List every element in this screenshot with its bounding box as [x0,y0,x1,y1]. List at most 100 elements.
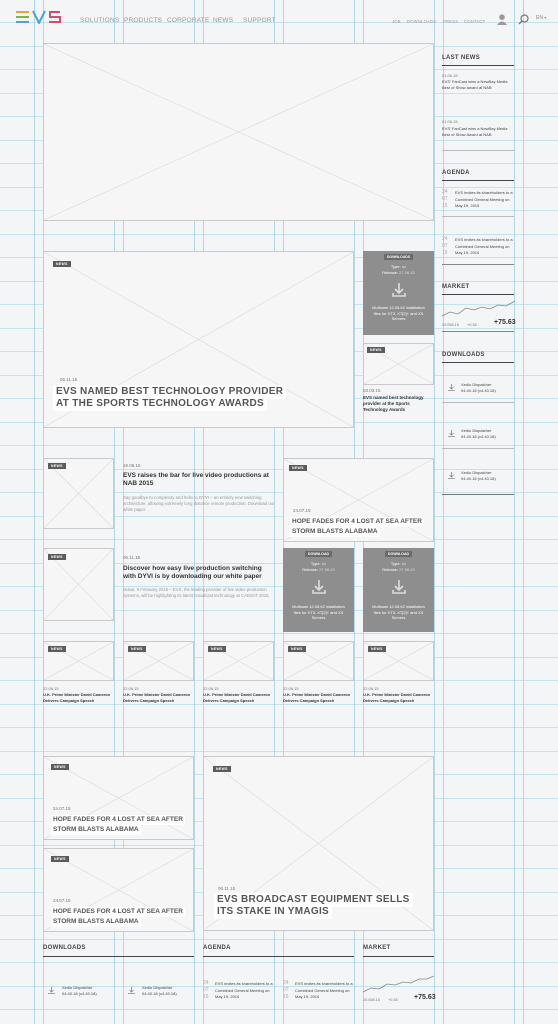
last-news-date-2: 01.06.15 [442,119,458,124]
grid-line [0,704,558,705]
download-card-small-2[interactable]: DOWNLOAD Type: rpl Release: 27.06.15 Mul… [363,548,434,632]
footer-download-1[interactable]: Xedio Dispatcher 04.40.18 (v4.40.18) [48,985,118,999]
small-news-title[interactable]: U.K. Prime Minister David Cameron Delive… [123,692,191,703]
hope3-title-line2[interactable]: STORM BLASTS ALABAMA [51,917,141,927]
grid-line [0,962,558,963]
footer-agenda-title: AGENDA [203,945,231,951]
small-news-date: 22.08.15 [363,686,379,691]
broadcast-date: 06.11.15 [218,886,236,891]
small-news-date: 22.08.15 [43,686,59,691]
footer-download-2[interactable]: Xedio Dispatcher 04.40.18 (v4.40.18) [128,985,198,999]
release-value: 27.06.15 [399,270,415,275]
grid-line [0,234,558,235]
grid-line [0,751,558,752]
download-name: Xedio Dispatcher [461,382,492,387]
util-press[interactable]: PRESS [443,19,459,24]
nav-solutions[interactable]: SOLUTIONS [80,17,120,24]
download-card[interactable]: DOWNLOADS Type: rpl Release: 27.06.15 Mu… [363,251,434,335]
download-version: 04.40.18 (v4.40.18) [461,476,496,481]
chevron-down-icon: ▾ [544,15,547,20]
hope3-date: 24.07.15 [53,898,71,903]
broadcast-title-line1[interactable]: EVS BROADCAST EQUIPMENT SELLS [214,893,413,907]
agenda-title: AGENDA [442,170,470,176]
evs-logo[interactable] [16,10,64,26]
market-title: MARKET [442,284,470,290]
search-icon[interactable] [518,12,529,25]
download-version: 04.40.18 (v4.40.18) [461,388,496,393]
article2-title[interactable]: Discover how easy live production switch… [123,565,262,580]
download-version: 04.40.18 (v4.40.18) [62,991,97,996]
featured-date: 06.11.15 [60,377,78,382]
featured-title-line1[interactable]: EVS NAMED BEST TECHNOLOGY PROVIDER [53,385,287,399]
last-news-title-1[interactable]: EVS' FanCast wins a NewBay Media Best of… [442,79,508,90]
language-selector[interactable]: EN ▾ [536,15,546,21]
small-news-title[interactable]: U.K. Prime Minister David Cameron Delive… [203,692,271,703]
footer-market-value: +75.63 [414,994,436,1001]
type-label: Type: [390,264,401,269]
side-news-title[interactable]: EVS named best technology provider at th… [363,395,424,412]
featured-title-line2[interactable]: AT THE SPORTS TECHNOLOGY AWARDS [53,397,268,411]
small-news-image[interactable]: NEWS [43,641,114,681]
util-job[interactable]: JOB [392,19,401,24]
hope3-title-line1[interactable]: HOPE FADES FOR 4 LOST AT SEA AFTER [51,907,185,917]
download-card-small-1[interactable]: DOWNLOAD Type: rpl Release: 27.06.15 Mul… [283,548,354,632]
nav-support[interactable]: SUPPORT [243,17,276,24]
small-news-image[interactable]: NEWS [203,641,274,681]
agenda-item-2[interactable]: EVS invites its shareholders to a Combin… [455,237,513,255]
featured-image[interactable]: NEWS [43,251,354,428]
side-news-image[interactable]: NEWS [363,343,434,385]
article1-image[interactable]: NEWS [43,458,114,529]
download-icon [311,579,327,595]
nav-news[interactable]: NEWS [213,17,234,24]
download-icon [448,384,455,391]
news-badge: NEWS [213,766,231,772]
nav-corporate[interactable]: CORPORATE [167,17,210,24]
hero-image[interactable] [43,43,434,221]
nav-products[interactable]: PRODUCTS [124,17,163,24]
divider [442,264,514,265]
grid-line [0,610,558,611]
side-news-date: 03.03.15 [363,388,381,393]
hope-title-line1[interactable]: HOPE FADES FOR 4 LOST AT SEA AFTER [290,517,424,527]
hope2-title-line1[interactable]: HOPE FADES FOR 4 LOST AT SEA AFTER [51,815,185,825]
release-label: Release: [382,270,399,275]
broadcast-title-line2[interactable]: ITS STAKE IN YMAGIS [214,905,333,919]
download-name: Xedio Dispatcher [461,428,492,433]
small-news-image[interactable]: NEWS [363,641,434,681]
divider [442,294,514,295]
agenda-item-1[interactable]: EVS invites its shareholders to a Combin… [455,190,513,208]
small-news-title[interactable]: U.K. Prime Minister David Cameron Delive… [43,692,111,703]
divider [442,402,514,403]
divider [442,362,514,363]
hope2-date: 24.07.15 [53,806,71,811]
type-value: rpl [401,264,407,269]
divider [442,494,514,495]
util-downloads[interactable]: DOWNLOADS [407,19,437,24]
article2-image[interactable]: NEWS [43,548,114,621]
footer-market-sparkline [362,972,435,994]
grid-line [0,539,558,540]
user-icon[interactable] [497,12,507,25]
small-news-title[interactable]: U.K. Prime Minister David Cameron Delive… [363,692,431,703]
util-contact[interactable]: CONTACT [464,19,486,24]
grid-line [0,680,558,681]
grid-line [0,633,558,634]
grid-line [0,939,558,940]
small-news-image[interactable]: NEWS [123,641,194,681]
hope-title-line2[interactable]: STORM BLASTS ALABAMA [290,527,380,537]
small-news-image[interactable]: NEWS [283,641,354,681]
hope2-title-line2[interactable]: STORM BLASTS ALABAMA [51,825,141,835]
article1-title[interactable]: EVS raises the bar for live video produc… [123,472,269,487]
last-news-title-2[interactable]: EVS' FanCast wins a NewBay Media Best of… [442,126,508,137]
release-value: 27.06.15 [399,567,415,572]
download-icon [128,987,135,994]
footer-agenda-item-2[interactable]: EVS invites its shareholders to a Combin… [295,981,353,999]
placeholder-cross [44,549,113,620]
small-news-title[interactable]: U.K. Prime Minister David Cameron Delive… [283,692,351,703]
footer-agenda-item-1[interactable]: EVS invites its shareholders to a Combin… [215,981,273,999]
